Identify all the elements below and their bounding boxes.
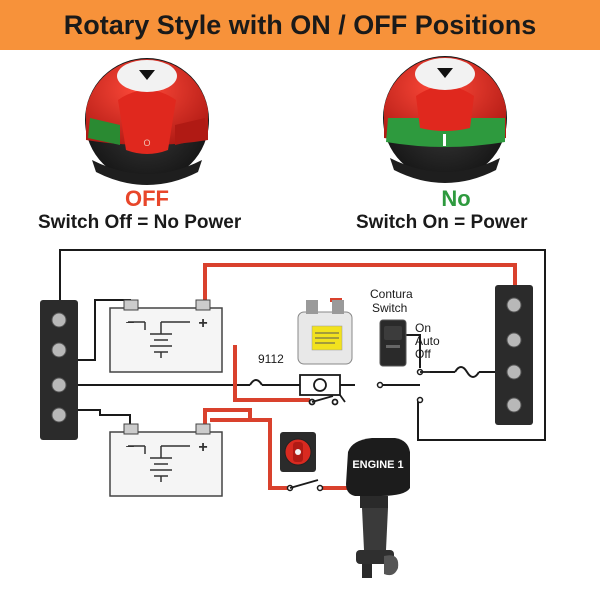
- positive-top-wire: [203, 263, 517, 300]
- on-state-label: No: [441, 186, 471, 211]
- switch-pos-on: On: [415, 321, 431, 335]
- page-title: Rotary Style with ON / OFF Positions: [63, 9, 537, 40]
- relay-9112-icon: [297, 300, 353, 365]
- relay-schematic: [299, 374, 346, 406]
- battery1-negative-label: –: [126, 313, 134, 329]
- on-knob-icon: [383, 56, 507, 183]
- battery2-positive-wire: [203, 408, 252, 425]
- battery1-positive-label: +: [198, 315, 207, 332]
- contura-switch-icon: [379, 319, 407, 367]
- off-state-label: OFF: [125, 186, 169, 211]
- off-caption: Switch Off = No Power: [38, 212, 242, 233]
- header-banner: Rotary Style with ON / OFF Positions: [0, 0, 600, 50]
- left-busbar-icon: [40, 300, 78, 440]
- relay-label: 9112: [258, 352, 284, 366]
- battery-disconnect-switch-icon: [280, 432, 316, 472]
- off-knob-icon: O: [85, 58, 209, 185]
- battery-2-icon: + –: [109, 423, 223, 497]
- outer-negative-wire: [59, 249, 546, 441]
- battery2-negative-wire: [75, 409, 131, 425]
- contura-label-line1: Contura: [370, 287, 413, 301]
- contura-label-line2: Switch: [372, 301, 407, 315]
- svg-text:O: O: [143, 138, 150, 148]
- outboard-engine-icon: [346, 438, 410, 578]
- right-busbar-icon: [495, 285, 533, 425]
- engine-label: ENGINE 1: [352, 459, 403, 471]
- on-caption: Switch On = Power: [356, 212, 528, 233]
- battery2-negative-label: –: [126, 437, 134, 453]
- switch-pos-off: Off: [415, 347, 431, 361]
- battery1-to-relay-wire: [233, 345, 310, 402]
- fuse-right-icon: [454, 366, 480, 378]
- fuse-left-icon: [249, 379, 263, 386]
- battery2-positive-label: +: [198, 439, 207, 456]
- switch-pos-auto: Auto: [415, 334, 440, 348]
- battery-1-icon: + –: [109, 299, 223, 373]
